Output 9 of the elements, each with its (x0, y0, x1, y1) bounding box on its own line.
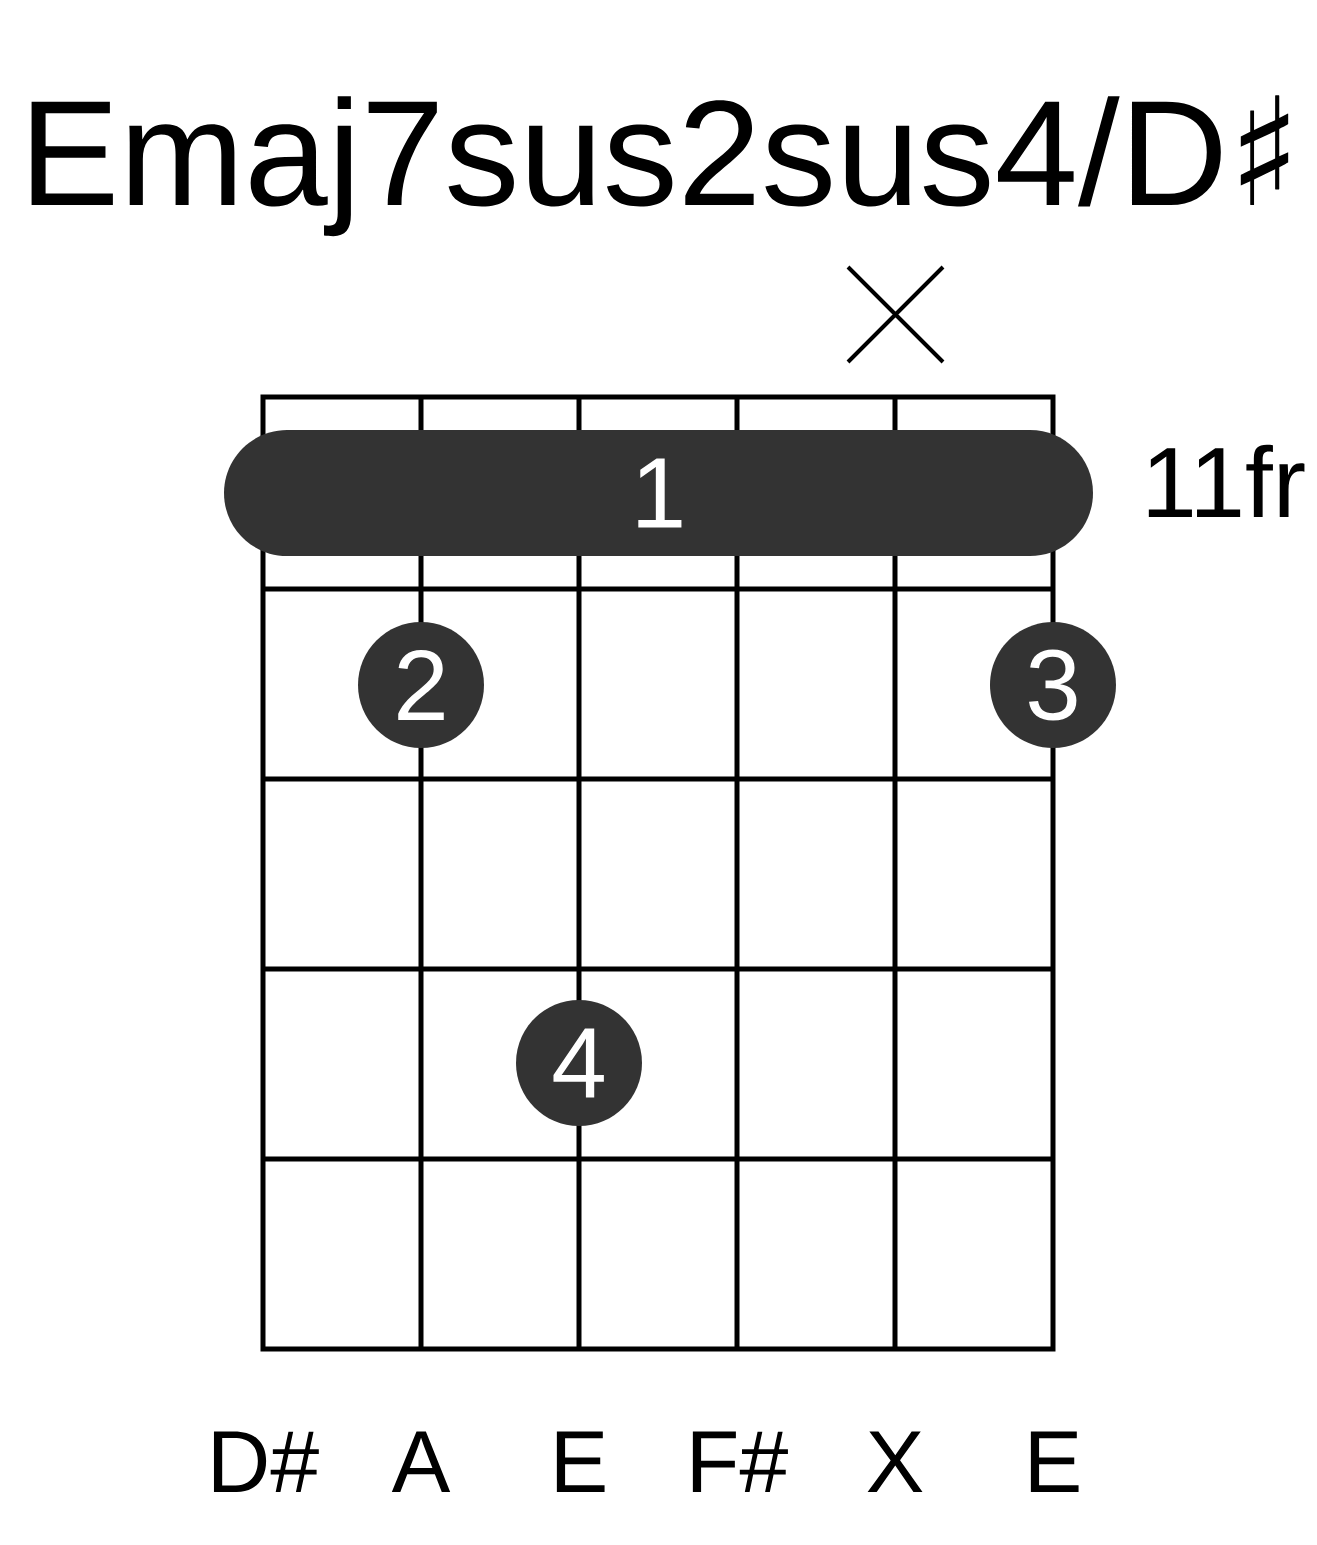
string-note: A (391, 1431, 451, 1492)
finger-barre: 1 (224, 430, 1093, 556)
string-note: X (867, 1431, 923, 1492)
chord-title: Emaj7sus2sus4/D♯ (31, 95, 1289, 237)
string-note: E (556, 1431, 605, 1492)
string-note: E (1030, 1431, 1079, 1492)
string-note: F# (692, 1431, 788, 1492)
string-note: D# (213, 1431, 319, 1492)
fret-number: 11fr (1148, 444, 1305, 517)
